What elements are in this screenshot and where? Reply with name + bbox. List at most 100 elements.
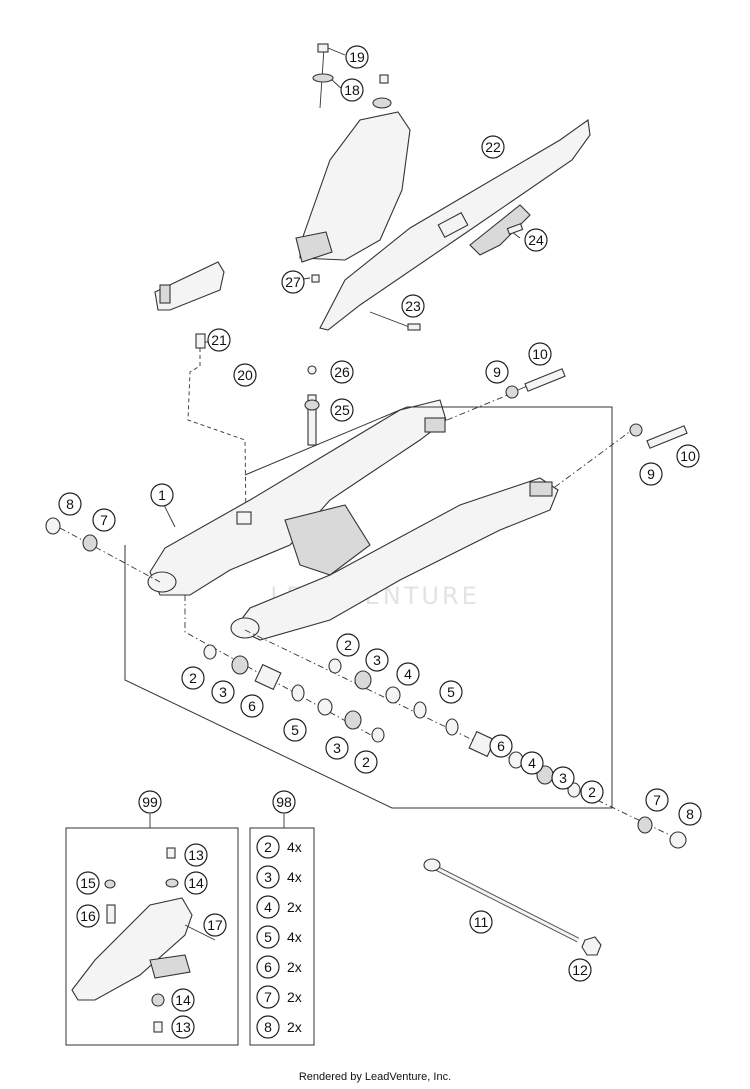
callout-4-19-circle bbox=[396, 662, 420, 686]
callout-4-28: 4 bbox=[520, 751, 544, 775]
rear-fender bbox=[299, 111, 411, 261]
callout-3-18: 3 bbox=[365, 648, 389, 672]
callout-98-36-circle bbox=[272, 790, 296, 814]
callout-98-36-label: 98 bbox=[276, 794, 292, 810]
callout-9-11-circle bbox=[485, 360, 509, 384]
callout-7-31-label: 7 bbox=[653, 792, 661, 808]
screw-13-lower bbox=[153, 1021, 163, 1033]
bearing-2b bbox=[371, 727, 385, 743]
kit-98-part-2-circle bbox=[256, 835, 280, 859]
callout-2-17-label: 2 bbox=[344, 637, 352, 653]
callout-6-23-label: 6 bbox=[248, 698, 256, 714]
callout-2-21-circle bbox=[181, 666, 205, 690]
callout-24-3-circle bbox=[524, 228, 548, 252]
screw-23 bbox=[407, 323, 421, 331]
callout-7-31-circle bbox=[645, 788, 669, 812]
swingarm-frame-outline bbox=[124, 406, 613, 809]
callout-3-25: 3 bbox=[325, 736, 349, 760]
callout-13-43-circle bbox=[171, 1015, 195, 1039]
callout-18-1: 18 bbox=[340, 78, 364, 102]
callout-13-43-label: 13 bbox=[175, 1019, 191, 1035]
washer-18 bbox=[312, 73, 334, 83]
callout-5-24-circle bbox=[283, 718, 307, 742]
kit-98-box bbox=[249, 814, 315, 1046]
bushing-7-left bbox=[82, 534, 98, 552]
callout-12-34-label: 12 bbox=[572, 962, 588, 978]
kit-99-frame bbox=[65, 827, 239, 1046]
callout-6-23-circle bbox=[240, 694, 264, 718]
callout-5-24-label: 5 bbox=[291, 722, 299, 738]
axle-block-right bbox=[529, 481, 553, 497]
callout-2-17-circle bbox=[336, 633, 360, 657]
callout-25-9: 25 bbox=[330, 398, 354, 422]
sleeve-6a bbox=[254, 663, 282, 691]
chain-guard-logo bbox=[437, 211, 469, 239]
kit-98-part-4-circle bbox=[256, 895, 280, 919]
seal-3a bbox=[231, 655, 249, 675]
callout-27-4-label: 27 bbox=[285, 274, 301, 290]
callout-21-6: 21 bbox=[207, 328, 231, 352]
callout-99-35: 99 bbox=[138, 790, 162, 814]
callout-17-41: 17 bbox=[203, 913, 227, 937]
kit-98-part-2-label: 2 bbox=[264, 839, 272, 855]
callout-13-43: 13 bbox=[171, 1015, 195, 1039]
callout-13-37: 13 bbox=[184, 843, 208, 867]
kit-98-part-5: 5 bbox=[256, 925, 280, 949]
callout-22-2-circle bbox=[481, 135, 505, 159]
callout-4-19-label: 4 bbox=[404, 666, 412, 682]
nut-9-lower bbox=[629, 423, 643, 437]
screw-24 bbox=[506, 223, 524, 235]
callout-7-15-label: 7 bbox=[100, 512, 108, 528]
swingarm bbox=[147, 365, 559, 641]
kit-98-qty-8: 2x bbox=[287, 1019, 302, 1035]
ring-4a bbox=[317, 698, 333, 716]
callout-26-8-circle bbox=[330, 360, 354, 384]
slider-mount bbox=[236, 511, 252, 525]
washer-8-right bbox=[669, 831, 687, 849]
kit-98-part-4: 4 bbox=[256, 895, 280, 919]
callout-24-3: 24 bbox=[524, 228, 548, 252]
callout-4-28-label: 4 bbox=[528, 755, 536, 771]
callout-2-21-label: 2 bbox=[189, 670, 197, 686]
callout-10-10-circle bbox=[528, 342, 552, 366]
callout-1-16: 1 bbox=[150, 483, 174, 507]
callout-15-38-label: 15 bbox=[80, 875, 96, 891]
callout-15-38-circle bbox=[76, 871, 100, 895]
callout-23-5-circle bbox=[401, 294, 425, 318]
chain-guard-assembly bbox=[295, 43, 591, 331]
callout-13-37-label: 13 bbox=[188, 847, 204, 863]
callout-5-20: 5 bbox=[439, 680, 463, 704]
callout-8-14-label: 8 bbox=[66, 496, 74, 512]
pivot-hardware bbox=[45, 517, 687, 849]
callout-3-25-circle bbox=[325, 736, 349, 760]
callout-25-9-label: 25 bbox=[334, 402, 350, 418]
fender-mount-block bbox=[295, 231, 333, 263]
kit-98-part-6-label: 6 bbox=[264, 959, 272, 975]
callout-25-9-circle bbox=[330, 398, 354, 422]
kit-98-part-3-label: 3 bbox=[264, 869, 272, 885]
kit-98-part-7-label: 7 bbox=[264, 989, 272, 1005]
callout-2-26: 2 bbox=[354, 750, 378, 774]
callout-13-37-circle bbox=[184, 843, 208, 867]
callout-9-11-label: 9 bbox=[493, 364, 501, 380]
callout-8-14-circle bbox=[58, 492, 82, 516]
kit-98-frame bbox=[249, 827, 315, 1046]
callout-11-33-circle bbox=[469, 910, 493, 934]
callout-23-5: 23 bbox=[401, 294, 425, 318]
nut-15 bbox=[104, 879, 116, 889]
callout-16-40-label: 16 bbox=[80, 908, 96, 924]
callout-3-22-circle bbox=[211, 680, 235, 704]
swingarm-left-arm bbox=[149, 399, 447, 596]
kit-98-qty-7: 2x bbox=[287, 989, 302, 1005]
callout-22-2-label: 22 bbox=[485, 139, 501, 155]
kit-98-qty-5: 4x bbox=[287, 929, 302, 945]
callout-10-10: 10 bbox=[528, 342, 552, 366]
callout-14-39-label: 14 bbox=[188, 875, 204, 891]
bearing-2a bbox=[203, 644, 217, 660]
callout-11-33: 11 bbox=[469, 910, 493, 934]
bushing-7-right bbox=[637, 816, 653, 834]
callout-10-12-label: 10 bbox=[680, 448, 696, 464]
callout-9-13-circle bbox=[639, 462, 663, 486]
callout-2-26-label: 2 bbox=[362, 754, 370, 770]
